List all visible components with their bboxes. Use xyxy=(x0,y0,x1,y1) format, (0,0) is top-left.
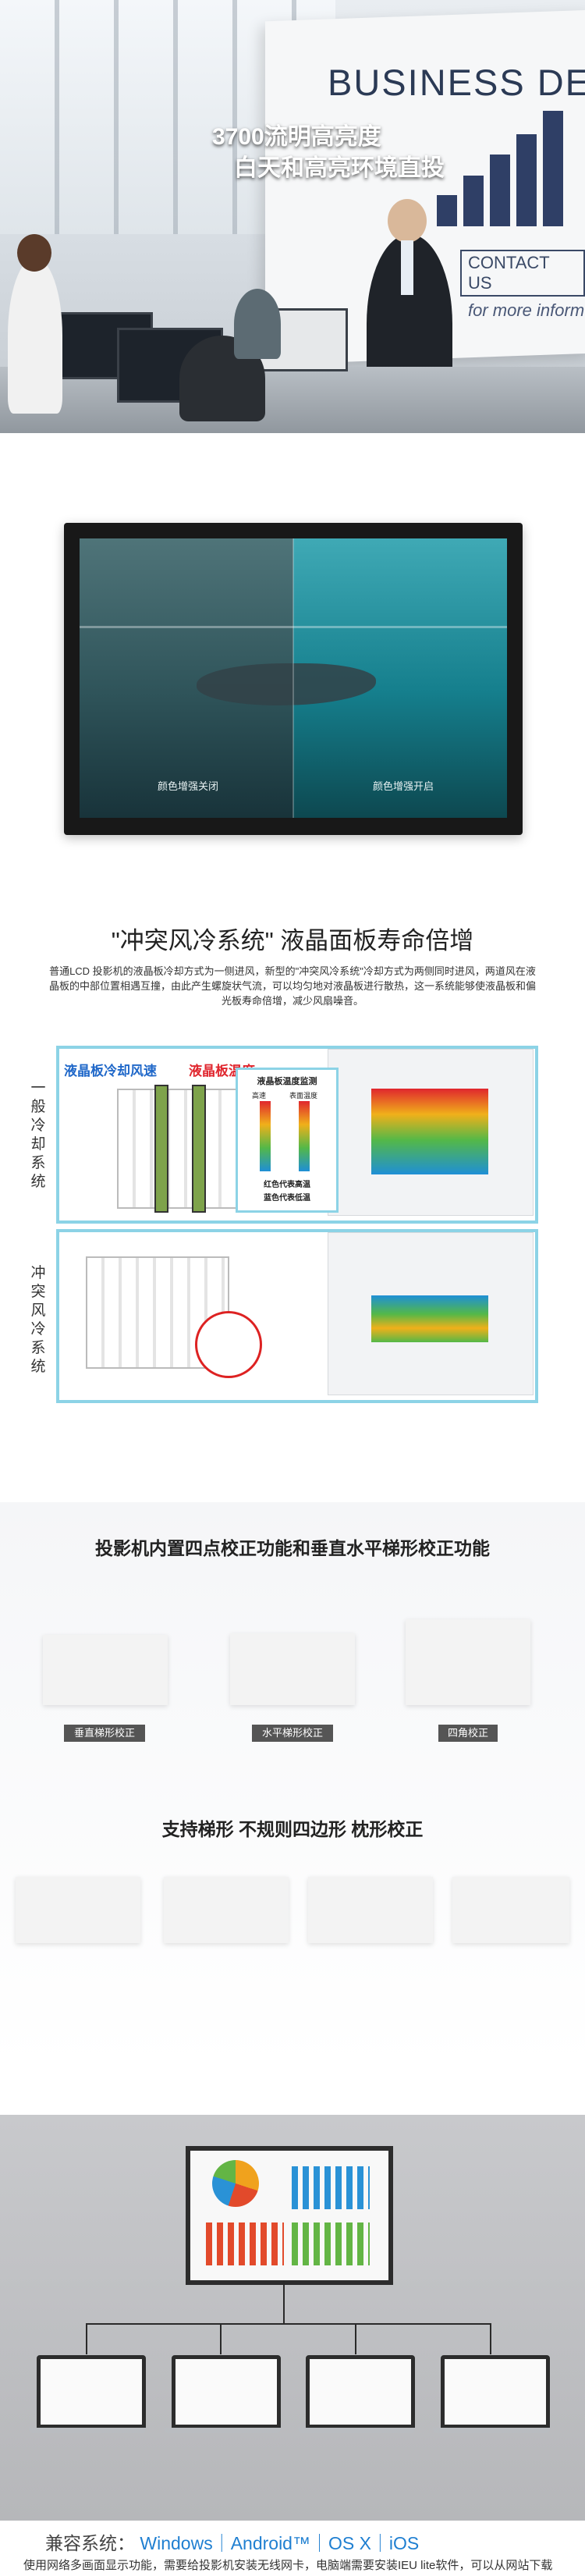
heat-band xyxy=(371,1295,488,1342)
screen-line-chart xyxy=(292,2222,370,2265)
keystone-section: 投影机内置四点校正功能和垂直水平梯形校正功能 垂直梯形校正 水平梯形校正 四角校… xyxy=(0,1502,585,2068)
shape-card xyxy=(16,1877,140,1943)
whiteboard-title: BUSINESS DEVELO xyxy=(328,62,585,103)
cooling-title: "冲突风冷系统" 液晶面板寿命倍增 xyxy=(111,927,474,954)
shape-card xyxy=(164,1877,289,1943)
panel-bar xyxy=(192,1085,206,1213)
legend-gradient xyxy=(299,1101,310,1171)
caption-four-corner: 四角校正 xyxy=(438,1725,498,1742)
legend-blue-note: 蓝色代表低温 xyxy=(264,1194,310,1203)
compat-label: 兼容系统： xyxy=(45,2533,135,2553)
simulation-normal xyxy=(328,1049,534,1216)
shape-card xyxy=(452,1877,569,1943)
projector-screen xyxy=(186,2146,393,2285)
attendee xyxy=(234,289,281,359)
cooling-section: "冲突风冷系统" 液晶面板寿命倍增 普通LCD 投影机的液晶板冷却方式为一侧进风… xyxy=(0,890,585,1502)
waterline xyxy=(80,626,507,628)
heat-band xyxy=(371,1089,488,1174)
label-normal-cooling: 一般冷却系统 xyxy=(30,1080,46,1190)
label-enhance-on: 颜色增强开启 xyxy=(373,780,434,792)
network-description: 使用网络多画面显示功能，需要给投影机安装无线网卡，电脑端需要安装IEU lite… xyxy=(23,2559,553,2572)
keystone-title-2: 支持梯形 不规则四边形 枕形校正 xyxy=(161,1819,424,1839)
legend-title: 液晶板温度监测 xyxy=(257,1077,317,1086)
simulation-collision xyxy=(328,1232,534,1395)
hero-banner: BUSINESS DEVELO CONTACT US for more info… xyxy=(0,0,585,433)
headline-environment: 白天和高亮环境直投 xyxy=(234,155,445,181)
laptop-base xyxy=(298,2428,415,2433)
tv-frame: 颜色增强关闭 颜色增强开启 xyxy=(64,523,523,835)
color-compare-section: 颜色增强关闭 颜色增强开启 xyxy=(0,433,585,890)
laptop-base xyxy=(164,2428,281,2433)
connector-line xyxy=(283,2280,285,2323)
connector-line xyxy=(86,2323,87,2354)
connector-line xyxy=(355,2323,356,2354)
legend-gradient xyxy=(260,1101,271,1171)
panel-diagram-normal xyxy=(117,1089,245,1209)
keystone-card xyxy=(43,1635,168,1705)
client-device xyxy=(306,2355,415,2429)
attendee xyxy=(8,258,62,414)
laptop-base xyxy=(29,2428,146,2433)
legend-high-label: 表面温度 xyxy=(289,1092,318,1100)
presenter-head xyxy=(388,199,427,243)
label-enhance-off: 颜色增强关闭 xyxy=(158,780,219,792)
caption-vertical: 垂直梯形校正 xyxy=(64,1725,145,1742)
tv-screen: 颜色增强关闭 颜色增强开启 xyxy=(80,538,507,818)
temperature-legend: 液晶板温度监测 高速 表面温度 红色代表高温 蓝色代表低温 xyxy=(236,1068,339,1213)
zoom-circle xyxy=(195,1311,262,1378)
client-device xyxy=(441,2355,550,2429)
caption-horizontal: 水平梯形校正 xyxy=(252,1725,333,1742)
shape-card xyxy=(308,1877,433,1943)
callout-wind-speed: 液晶板冷却风速 xyxy=(64,1064,157,1078)
compat-row: 兼容系统： Windows｜Android™｜OS X｜iOS xyxy=(45,2528,419,2555)
client-device xyxy=(172,2355,281,2429)
connector-line xyxy=(220,2323,222,2354)
screen-bar-chart xyxy=(292,2166,370,2209)
compat-os-list: Windows｜Android™｜OS X｜iOS xyxy=(140,2533,420,2553)
keystone-title-1: 投影机内置四点校正功能和垂直水平梯形校正功能 xyxy=(95,1538,490,1558)
cooling-description: 普通LCD 投影机的液晶板冷却方式为一侧进风，新型的"冲突风冷系统"冷却方式为两… xyxy=(48,965,536,1007)
keystone-card xyxy=(406,1619,530,1705)
whiteboard-bar-chart xyxy=(437,109,577,226)
screen-pie-chart xyxy=(212,2160,259,2207)
connector-line xyxy=(86,2323,491,2325)
client-device xyxy=(37,2355,146,2429)
label-collision-cooling: 冲突风冷系统 xyxy=(30,1265,46,1375)
panel-bar xyxy=(154,1085,168,1213)
headline-brightness: 3700流明高亮度 xyxy=(212,124,381,150)
attendee-head xyxy=(17,234,51,272)
network-section: 兼容系统： Windows｜Android™｜OS X｜iOS 使用网络多画面显… xyxy=(0,2068,585,2576)
keystone-card xyxy=(230,1633,355,1705)
screen-bar-chart xyxy=(206,2222,284,2265)
presenter-shirt xyxy=(401,240,413,295)
connector-line xyxy=(490,2323,491,2354)
laptop-base xyxy=(433,2428,550,2433)
legend-red-note: 红色代表高温 xyxy=(264,1181,310,1189)
whale-image xyxy=(197,663,376,705)
legend-low-label: 高速 xyxy=(252,1092,267,1100)
whiteboard-more: for more inform xyxy=(468,300,585,320)
whiteboard-contact: CONTACT US xyxy=(460,250,585,297)
divider-line xyxy=(292,538,294,818)
